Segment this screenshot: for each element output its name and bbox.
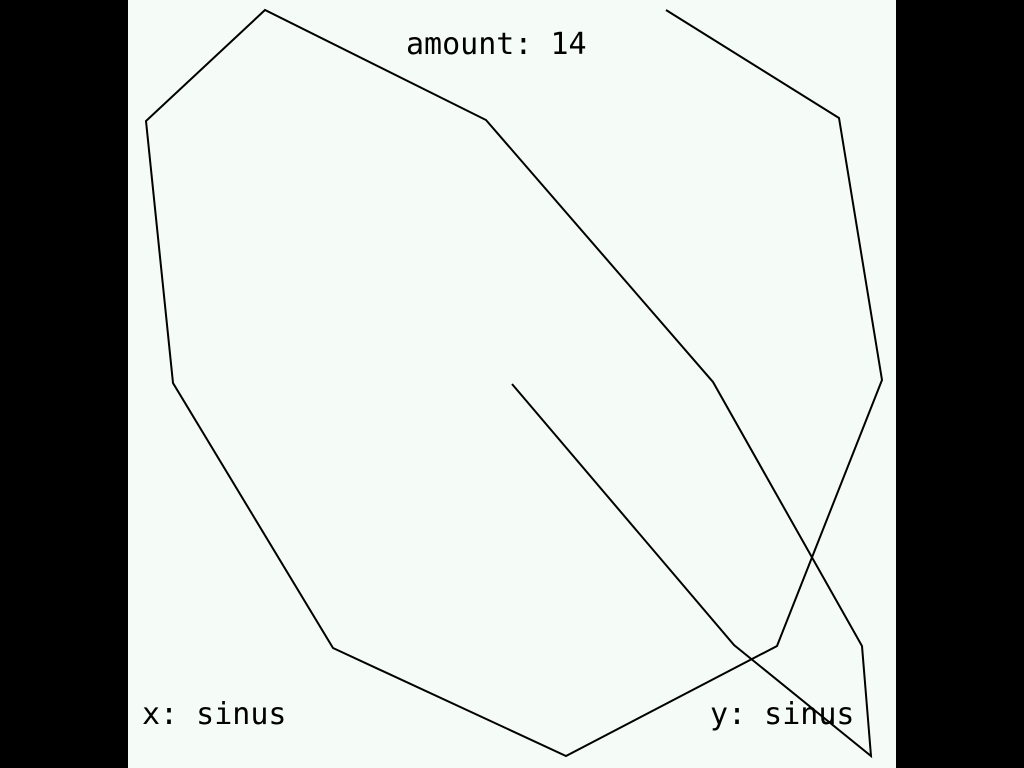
y-mode-label: y: sinus	[710, 697, 855, 732]
polyline-figure	[144, 8, 884, 759]
x-mode-label: x: sinus	[142, 697, 287, 732]
amount-counter: amount: 14	[406, 27, 587, 62]
curve-path	[144, 8, 884, 759]
drawing-canvas[interactable]: amount: 14 x: sinus y: sinus	[128, 0, 896, 768]
